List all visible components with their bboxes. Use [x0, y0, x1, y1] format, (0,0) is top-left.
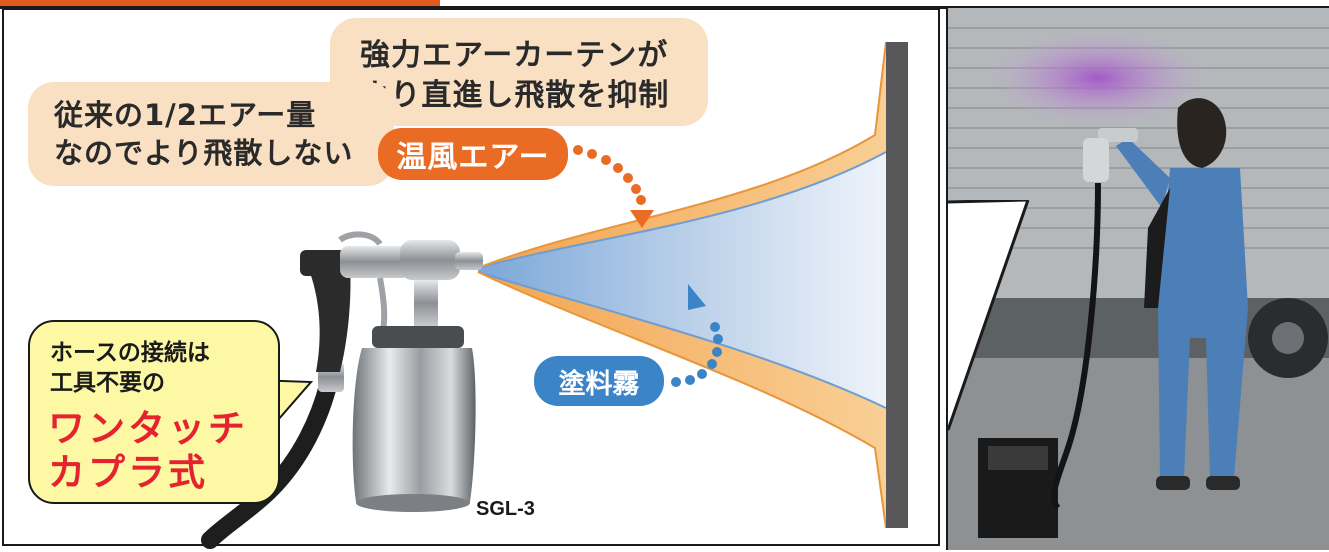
- hose-highlight2: カプラ式: [48, 451, 208, 494]
- half-air-line1: 従来の1/2エアー量: [54, 98, 317, 132]
- spray-pattern: [477, 41, 887, 529]
- hose-line1: ホースの接続は: [50, 340, 210, 366]
- top-border: [0, 6, 1329, 9]
- top-accent-bar: [0, 0, 440, 8]
- model-label: SGL-3: [476, 498, 535, 520]
- hose-coupler-callout: ホースの接続は 工具不要の ワンタッチ カプラ式: [28, 320, 280, 504]
- air-curtain-line2: より直進し飛散を抑制: [360, 78, 670, 113]
- usage-photo-illustration: [948, 8, 1329, 550]
- hose-line2: 工具不要の: [50, 370, 165, 396]
- half-air-line2: なのでより飛散しない: [54, 136, 354, 170]
- target-wall: [886, 42, 908, 528]
- photo-callout-tail: [946, 200, 1030, 431]
- dotted-arrow-icon: [671, 284, 723, 387]
- paint-mist-cone: [478, 152, 886, 408]
- warm-air-label: 温風エアー: [378, 128, 568, 180]
- usage-photo: [946, 8, 1329, 550]
- half-air-callout: 従来の1/2エアー量 なのでより飛散しない: [28, 82, 394, 186]
- dotted-arrow-icon: [573, 145, 654, 228]
- air-curtain-line1: 強力エアーカーテンが: [360, 38, 669, 73]
- paint-mist-label: 塗料霧: [534, 356, 664, 406]
- hose-highlight1: ワンタッチ: [48, 407, 248, 450]
